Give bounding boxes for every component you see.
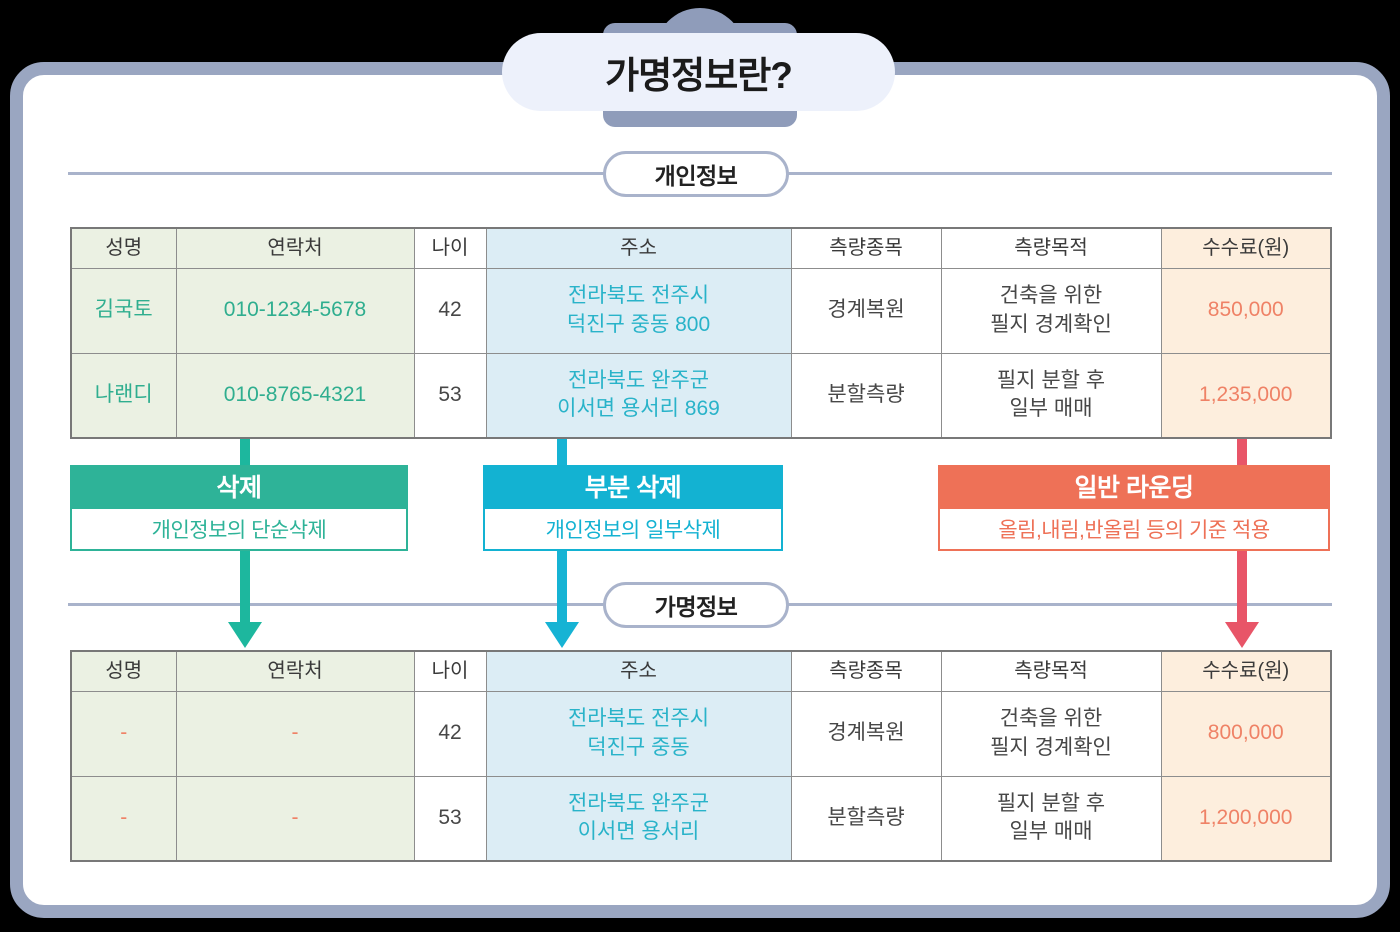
col-header-age: 나이 bbox=[413, 227, 487, 269]
col-header-address: 주소 bbox=[485, 227, 792, 269]
cell-age: 42 bbox=[413, 690, 487, 777]
cell-purpose: 건축을 위한 필지 경계확인 bbox=[940, 267, 1162, 354]
col-header-fee: 수수료(원) bbox=[1160, 227, 1332, 269]
cell-purpose: 필지 분할 후 일부 매매 bbox=[940, 775, 1162, 862]
cell-name: 나랜디 bbox=[70, 352, 177, 439]
cell-address: 전라북도 완주군 이서면 용서리 bbox=[485, 775, 792, 862]
col-header-name: 성명 bbox=[70, 227, 177, 269]
cell-survey-type: 경계복원 bbox=[790, 690, 942, 777]
cell-address: 전라북도 완주군 이서면 용서리 869 bbox=[485, 352, 792, 439]
col-header-fee: 수수료(원) bbox=[1160, 650, 1332, 692]
cell-contact: 010-1234-5678 bbox=[175, 267, 415, 354]
method-box-2: 일반 라운딩 올림,내림,반올림 등의 기준 적용 bbox=[938, 465, 1330, 551]
cell-contact-masked: - bbox=[175, 690, 415, 777]
cell-name-masked: - bbox=[70, 775, 177, 862]
col-header-address: 주소 bbox=[485, 650, 792, 692]
method-label-partial-delete: 부분 삭제 bbox=[483, 465, 783, 507]
cell-fee: 800,000 bbox=[1160, 690, 1332, 777]
col-header-contact: 연락처 bbox=[175, 227, 415, 269]
cell-name-masked: - bbox=[70, 690, 177, 777]
cell-fee: 1,235,000 bbox=[1160, 352, 1332, 439]
cell-contact-masked: - bbox=[175, 775, 415, 862]
method-description: 올림,내림,반올림 등의 기준 적용 bbox=[938, 507, 1330, 551]
cell-fee: 850,000 bbox=[1160, 267, 1332, 354]
cell-age: 53 bbox=[413, 775, 487, 862]
personal-table-row-1: 김국토 010-1234-5678 42 전라북도 전주시 덕진구 중동 800… bbox=[70, 267, 1332, 354]
pseudonym-table-header-row: 성명 연락처 나이 주소 측량종목 측량목적 수수료(원) bbox=[70, 650, 1332, 692]
arrow-head-2 bbox=[1225, 622, 1259, 648]
page-title: 가명정보란? bbox=[502, 33, 895, 111]
col-header-age: 나이 bbox=[413, 650, 487, 692]
col-header-name: 성명 bbox=[70, 650, 177, 692]
cell-address: 전라북도 전주시 덕진구 중동 800 bbox=[485, 267, 792, 354]
arrow-head-0 bbox=[228, 622, 262, 648]
col-header-survey-type: 측량종목 bbox=[790, 650, 942, 692]
col-header-purpose: 측량목적 bbox=[940, 227, 1162, 269]
pseudonym-table-row-2: - - 53 전라북도 완주군 이서면 용서리 분할측량 필지 분할 후 일부 … bbox=[70, 775, 1332, 862]
cell-contact: 010-8765-4321 bbox=[175, 352, 415, 439]
personal-table-row-2: 나랜디 010-8765-4321 53 전라북도 완주군 이서면 용서리 86… bbox=[70, 352, 1332, 439]
pseudonym-table-row-1: - - 42 전라북도 전주시 덕진구 중동 경계복원 건축을 위한 필지 경계… bbox=[70, 690, 1332, 777]
cell-address: 전라북도 전주시 덕진구 중동 bbox=[485, 690, 792, 777]
cell-purpose: 건축을 위한 필지 경계확인 bbox=[940, 690, 1162, 777]
cell-survey-type: 분할측량 bbox=[790, 775, 942, 862]
cell-age: 42 bbox=[413, 267, 487, 354]
pseudonym-info-table: 성명 연락처 나이 주소 측량종목 측량목적 수수료(원) - - 42 전라북… bbox=[70, 650, 1332, 862]
method-box-1: 부분 삭제 개인정보의 일부삭제 bbox=[483, 465, 783, 551]
cell-name: 김국토 bbox=[70, 267, 177, 354]
cell-survey-type: 경계복원 bbox=[790, 267, 942, 354]
personal-table-header-row: 성명 연락처 나이 주소 측량종목 측량목적 수수료(원) bbox=[70, 227, 1332, 269]
method-box-0: 삭제 개인정보의 단순삭제 bbox=[70, 465, 408, 551]
cell-fee: 1,200,000 bbox=[1160, 775, 1332, 862]
personal-info-table: 성명 연락처 나이 주소 측량종목 측량목적 수수료(원) 김국토 010-12… bbox=[70, 227, 1332, 439]
section-label-pseudonym: 가명정보 bbox=[603, 582, 789, 628]
section-label-personal: 개인정보 bbox=[603, 151, 789, 197]
arrow-head-1 bbox=[545, 622, 579, 648]
cell-survey-type: 분할측량 bbox=[790, 352, 942, 439]
method-label-delete: 삭제 bbox=[70, 465, 408, 507]
cell-purpose: 필지 분할 후 일부 매매 bbox=[940, 352, 1162, 439]
method-description: 개인정보의 일부삭제 bbox=[483, 507, 783, 551]
col-header-purpose: 측량목적 bbox=[940, 650, 1162, 692]
col-header-contact: 연락처 bbox=[175, 650, 415, 692]
col-header-survey-type: 측량종목 bbox=[790, 227, 942, 269]
cell-age: 53 bbox=[413, 352, 487, 439]
method-description: 개인정보의 단순삭제 bbox=[70, 507, 408, 551]
method-label-rounding: 일반 라운딩 bbox=[938, 465, 1330, 507]
